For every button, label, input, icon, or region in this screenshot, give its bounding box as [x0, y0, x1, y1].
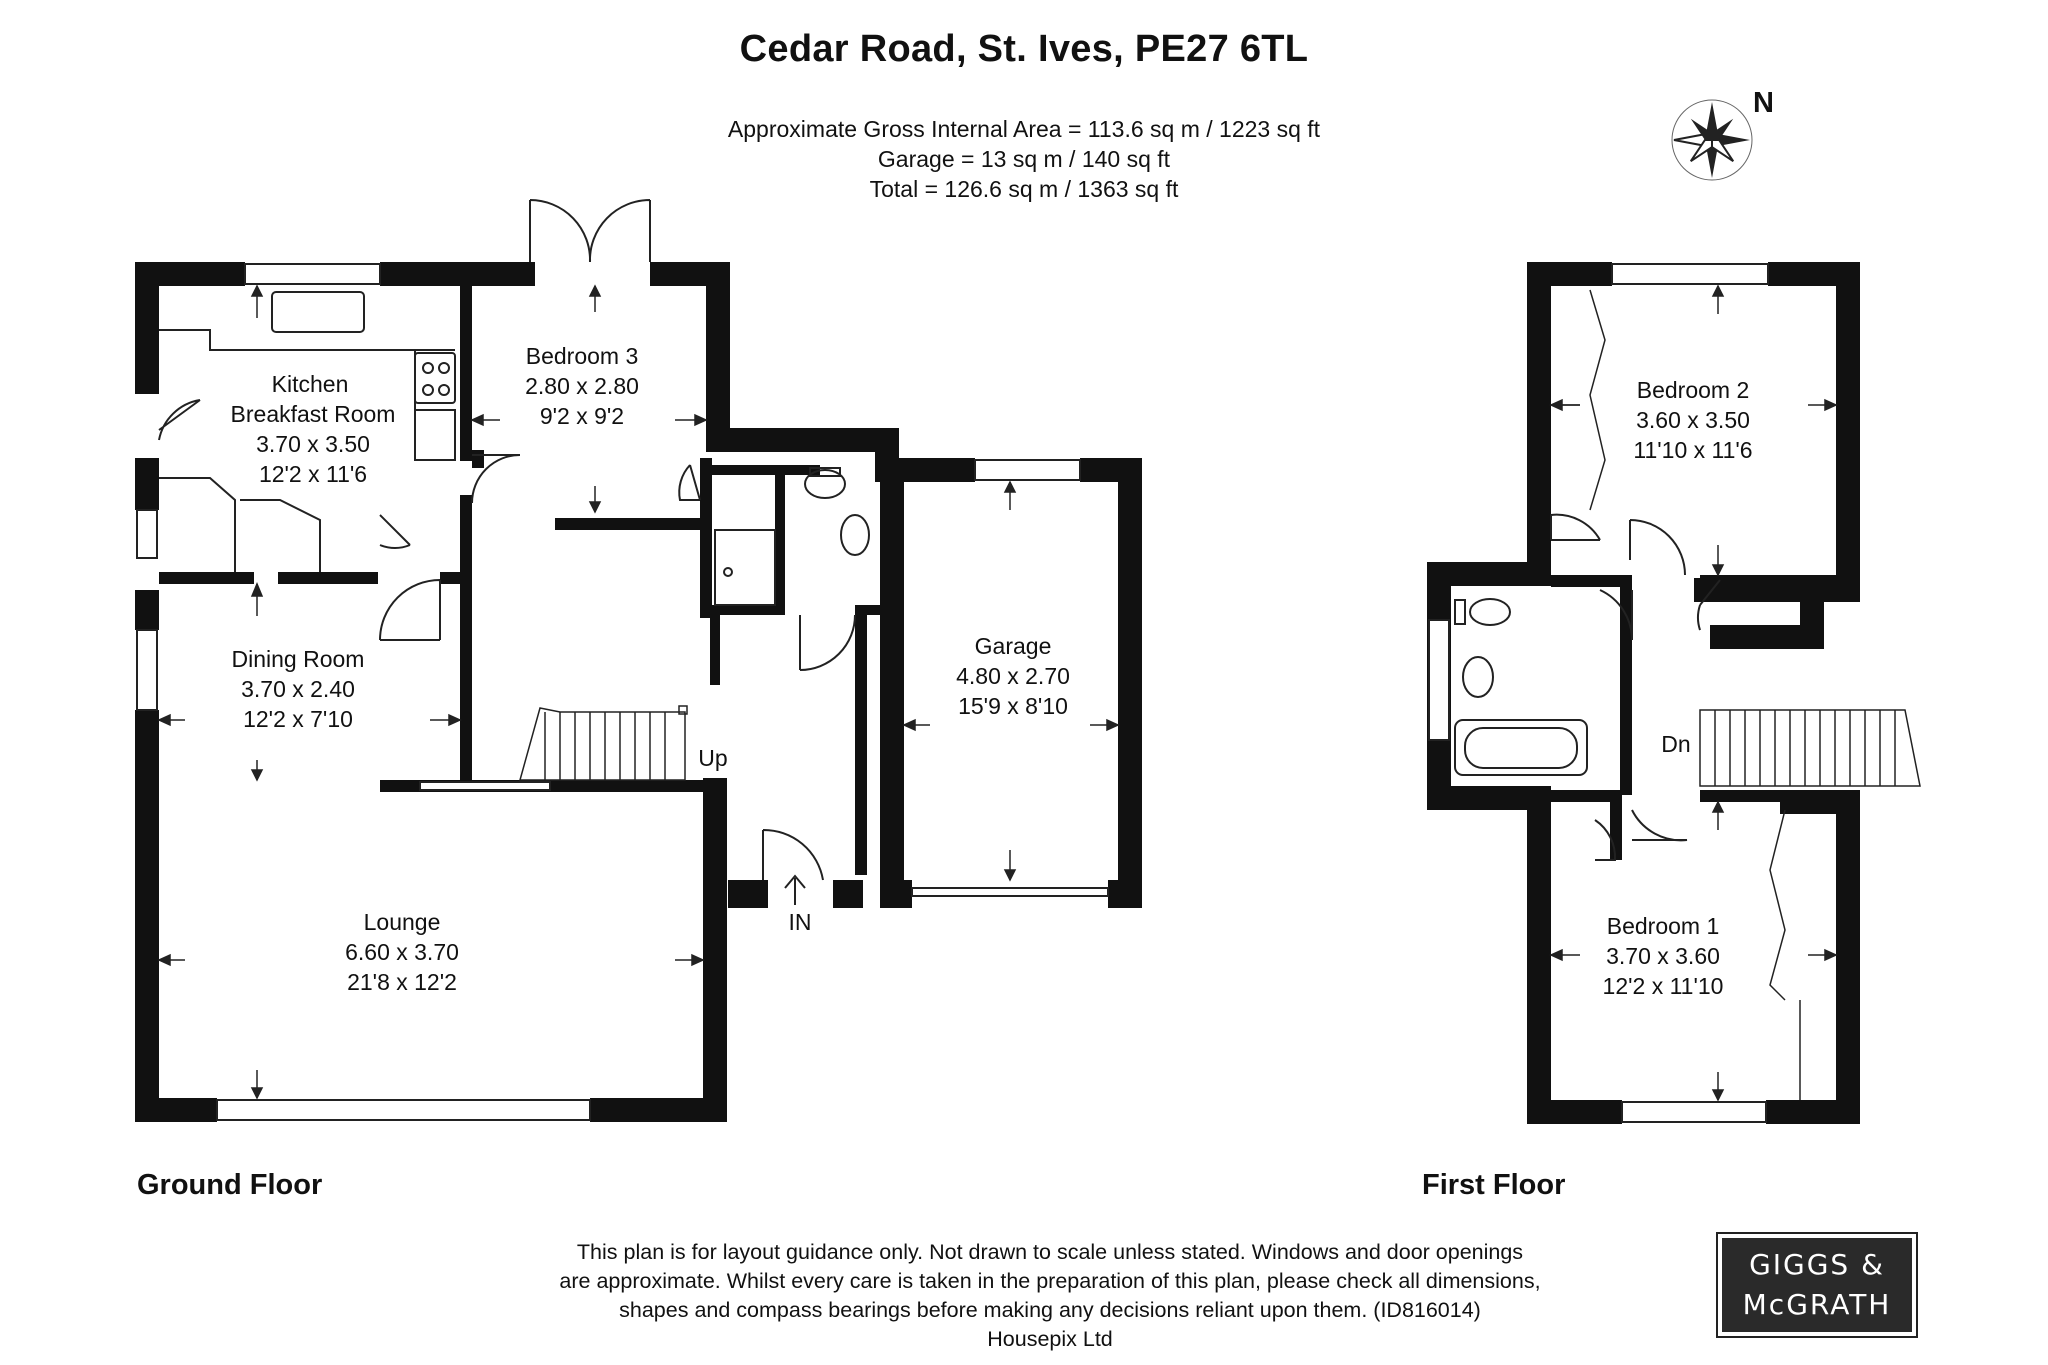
first-floor-dimension-arrows — [1549, 284, 1838, 1102]
ground-floor-stairs — [519, 705, 688, 781]
bathroom-fittings — [1454, 598, 1588, 776]
total-area-text: Total = 126.6 sq m / 1363 sq ft — [869, 176, 1179, 202]
disclaimer-line-3: shapes and compass bearings before makin… — [619, 1298, 1481, 1322]
dining-name: Dining Room — [232, 646, 365, 672]
first-floor-interior-walls — [1551, 575, 1836, 860]
disclaimer: This plan is for layout guidance only. N… — [440, 1238, 1660, 1354]
bedroom3-name: Bedroom 3 — [526, 343, 639, 369]
kitchen-name: Kitchen — [272, 371, 349, 397]
bedroom1-name: Bedroom 1 — [1607, 913, 1720, 939]
kitchen-fittings — [159, 291, 456, 572]
first-floor-wardrobes — [1560, 289, 1801, 1100]
garage-metric: 4.80 x 2.70 — [956, 663, 1070, 689]
bedroom2-name: Bedroom 2 — [1637, 377, 1750, 403]
bedroom3-metric: 2.80 x 2.80 — [525, 373, 639, 399]
garage-area-text: Garage = 13 sq m / 140 sq ft — [877, 146, 1171, 172]
bedroom2-metric: 3.60 x 3.50 — [1636, 407, 1750, 433]
first-floor-plan: Bedroom 2 3.60 x 3.50 11'10 x 11'6 Bedro… — [1422, 262, 1921, 1201]
dining-imperial: 12'2 x 7'10 — [243, 706, 353, 732]
lounge-metric: 6.60 x 3.70 — [345, 939, 459, 965]
page-title: Cedar Road, St. Ives, PE27 6TL — [739, 28, 1309, 70]
kitchen-metric: 3.70 x 3.50 — [256, 431, 370, 457]
compass-icon — [1671, 99, 1753, 181]
gross-area-text: Approximate Gross Internal Area = 113.6 … — [727, 116, 1321, 142]
ground-floor-label: Ground Floor — [137, 1169, 322, 1201]
logo-line-1: GIGGS & — [1749, 1248, 1885, 1281]
kitchen-imperial: 12'2 x 11'6 — [259, 461, 367, 487]
garage-name: Garage — [975, 633, 1052, 659]
entrance-label: IN — [789, 909, 812, 935]
ground-floor-windows — [136, 263, 1109, 1121]
agency-logo-mark: GIGGS & McGRATH — [1722, 1238, 1912, 1332]
bedroom2-imperial: 11'10 x 11'6 — [1633, 437, 1752, 463]
bedroom3-imperial: 9'2 x 9'2 — [540, 403, 624, 429]
entrance-arrow-icon — [784, 874, 806, 905]
disclaimer-line-1: This plan is for layout guidance only. N… — [576, 1240, 1524, 1264]
stairs-down-label: Dn — [1661, 731, 1690, 757]
wc-fittings — [714, 467, 870, 606]
disclaimer-line-4: Housepix Ltd — [987, 1327, 1113, 1351]
ground-floor-doors — [158, 199, 856, 881]
ground-floor-plan: Kitchen Breakfast Room 3.70 x 3.50 12'2 … — [135, 199, 1142, 1201]
agency-logo: GIGGS & McGRATH — [1716, 1232, 1918, 1338]
lounge-name: Lounge — [364, 909, 441, 935]
first-floor-doors — [1550, 513, 1721, 861]
area-summary: Approximate Gross Internal Area = 113.6 … — [0, 114, 2048, 204]
garage-imperial: 15'9 x 8'10 — [958, 693, 1068, 719]
logo-line-2: McGRATH — [1742, 1288, 1892, 1321]
first-floor-windows — [1428, 263, 1769, 1123]
ground-floor-dimension-arrows — [157, 284, 1120, 1100]
bedroom1-imperial: 12'2 x 11'10 — [1603, 973, 1724, 999]
stairs-up-label: Up — [698, 745, 727, 771]
dining-metric: 3.70 x 2.40 — [241, 676, 355, 702]
first-floor-stairs — [1699, 709, 1921, 787]
compass-north-label: N — [1753, 87, 1774, 119]
lounge-imperial: 21'8 x 12'2 — [347, 969, 457, 995]
first-floor-label: First Floor — [1422, 1169, 1565, 1201]
disclaimer-line-2: are approximate. Whilst every care is ta… — [559, 1269, 1541, 1293]
kitchen-name-2: Breakfast Room — [231, 401, 396, 427]
first-floor-walls — [1427, 262, 1860, 1124]
bedroom1-metric: 3.70 x 3.60 — [1606, 943, 1720, 969]
ground-floor-walls — [135, 262, 1142, 1122]
